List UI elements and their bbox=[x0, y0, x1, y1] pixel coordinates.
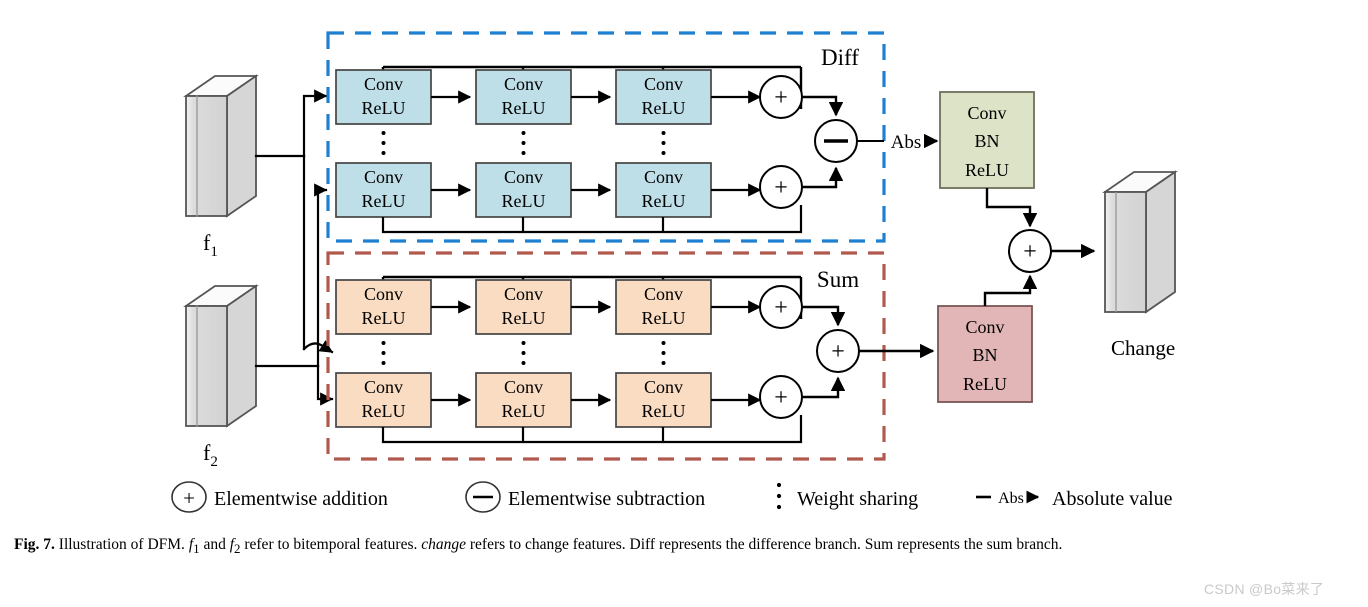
svg-text:ReLU: ReLU bbox=[642, 401, 686, 421]
legend: + Elementwise addition Elementwise subtr… bbox=[171, 481, 1173, 513]
label-f1: f1 bbox=[203, 230, 218, 260]
svg-text:BN: BN bbox=[972, 345, 997, 365]
diff-add-top: + bbox=[759, 75, 803, 119]
legend-item-addition: + Elementwise addition bbox=[171, 481, 388, 513]
sum-branch-label: Sum bbox=[817, 267, 859, 292]
diff-subtract-node bbox=[814, 119, 858, 163]
final-add-node: + bbox=[1008, 229, 1052, 273]
svg-text:Elementwise subtraction: Elementwise subtraction bbox=[508, 488, 705, 510]
svg-text:+: + bbox=[774, 295, 788, 321]
svg-text:ReLU: ReLU bbox=[963, 374, 1007, 394]
svg-text:ReLU: ReLU bbox=[502, 308, 546, 328]
svg-text:Conv: Conv bbox=[644, 167, 683, 187]
svg-text:ReLU: ReLU bbox=[642, 191, 686, 211]
svg-text:Conv: Conv bbox=[644, 74, 683, 94]
weight-sharing-dots-diff-col3 bbox=[661, 131, 666, 155]
svg-text:ReLU: ReLU bbox=[502, 98, 546, 118]
sum-head-block: Conv BN ReLU bbox=[937, 305, 1033, 403]
caption-italic-word: change bbox=[421, 536, 466, 553]
diff-branch-container bbox=[326, 31, 886, 243]
diff-row-top: Conv ReLU Conv ReLU Conv ReLU bbox=[335, 69, 712, 125]
figure-caption: Fig. 7. Illustration of DFM. f1 and f2 r… bbox=[14, 534, 1314, 559]
svg-text:ReLU: ReLU bbox=[965, 160, 1009, 180]
svg-text:+: + bbox=[774, 385, 788, 411]
label-change: Change bbox=[1111, 336, 1175, 360]
abs-label-diff: Abs bbox=[891, 132, 922, 153]
sum-fuse-node: + bbox=[816, 329, 860, 373]
input-feature-f1 bbox=[183, 74, 259, 218]
svg-text:ReLU: ReLU bbox=[362, 191, 406, 211]
svg-text:Conv: Conv bbox=[364, 74, 403, 94]
svg-text:+: + bbox=[774, 85, 788, 111]
weight-sharing-dots-diff-col1 bbox=[381, 131, 386, 155]
weight-sharing-dots-sum-col1 bbox=[381, 341, 386, 365]
svg-text:ReLU: ReLU bbox=[502, 401, 546, 421]
svg-text:Conv: Conv bbox=[504, 167, 543, 187]
svg-text:Abs: Abs bbox=[998, 490, 1024, 507]
sum-add-top: + bbox=[759, 285, 803, 329]
svg-text:Absolute value: Absolute value bbox=[1052, 488, 1173, 510]
svg-text:Conv: Conv bbox=[364, 284, 403, 304]
sum-row-top: Conv ReLU Conv ReLU Conv ReLU bbox=[335, 279, 712, 335]
svg-text:+: + bbox=[1023, 239, 1037, 265]
legend-item-subtraction: Elementwise subtraction bbox=[465, 481, 705, 513]
weight-sharing-dots-sum-col3 bbox=[661, 341, 666, 365]
svg-text:Conv: Conv bbox=[364, 167, 403, 187]
caption-part3: refers to change features. Diff represen… bbox=[466, 536, 1063, 553]
svg-text:Conv: Conv bbox=[504, 74, 543, 94]
caption-f1-sub: 1 bbox=[193, 541, 200, 557]
svg-text:Conv: Conv bbox=[644, 284, 683, 304]
caption-fig-label: Fig. 7. bbox=[14, 536, 55, 553]
svg-text:ReLU: ReLU bbox=[642, 308, 686, 328]
weight-sharing-dots-sum-col2 bbox=[521, 341, 526, 365]
svg-text:Conv: Conv bbox=[967, 103, 1006, 123]
caption-f2: f bbox=[229, 536, 235, 553]
svg-text:Elementwise addition: Elementwise addition bbox=[214, 488, 388, 510]
label-f2: f2 bbox=[203, 440, 218, 470]
svg-text:Conv: Conv bbox=[364, 377, 403, 397]
caption-part1: Illustration of DFM. bbox=[54, 536, 189, 553]
sum-row-bottom: Conv ReLU Conv ReLU Conv ReLU bbox=[335, 372, 712, 428]
svg-text:Conv: Conv bbox=[644, 377, 683, 397]
sum-branch-container bbox=[326, 251, 886, 461]
svg-text:ReLU: ReLU bbox=[362, 98, 406, 118]
caption-and: and bbox=[199, 536, 230, 553]
svg-text:ReLU: ReLU bbox=[362, 401, 406, 421]
diff-branch-label: Diff bbox=[821, 45, 859, 70]
svg-text:Conv: Conv bbox=[504, 377, 543, 397]
caption-f1: f bbox=[188, 536, 194, 553]
output-feature-change bbox=[1102, 170, 1178, 314]
svg-text:+: + bbox=[774, 175, 788, 201]
diff-add-bottom: + bbox=[759, 165, 803, 209]
caption-f2-sub: 2 bbox=[234, 541, 241, 557]
weight-sharing-dots-diff-col2 bbox=[521, 131, 526, 155]
svg-text:Conv: Conv bbox=[965, 317, 1004, 337]
svg-text:Weight sharing: Weight sharing bbox=[797, 488, 918, 510]
diff-head-block: Conv BN ReLU bbox=[939, 91, 1035, 189]
svg-text:Conv: Conv bbox=[504, 284, 543, 304]
sum-add-bottom: + bbox=[759, 375, 803, 419]
svg-text:+: + bbox=[183, 486, 195, 510]
svg-text:+: + bbox=[831, 339, 845, 365]
input-feature-f2 bbox=[183, 284, 259, 428]
svg-text:ReLU: ReLU bbox=[362, 308, 406, 328]
csdn-watermark: CSDN @Bo菜来了 bbox=[1204, 581, 1325, 597]
legend-item-absolute-value: Abs Absolute value bbox=[976, 488, 1173, 510]
svg-text:ReLU: ReLU bbox=[642, 98, 686, 118]
svg-text:ReLU: ReLU bbox=[502, 191, 546, 211]
caption-part2: refer to bitemporal features. bbox=[240, 536, 422, 553]
diff-row-bottom: Conv ReLU Conv ReLU Conv ReLU bbox=[335, 162, 712, 218]
svg-text:BN: BN bbox=[974, 131, 999, 151]
legend-item-weight-sharing: Weight sharing bbox=[776, 482, 918, 510]
